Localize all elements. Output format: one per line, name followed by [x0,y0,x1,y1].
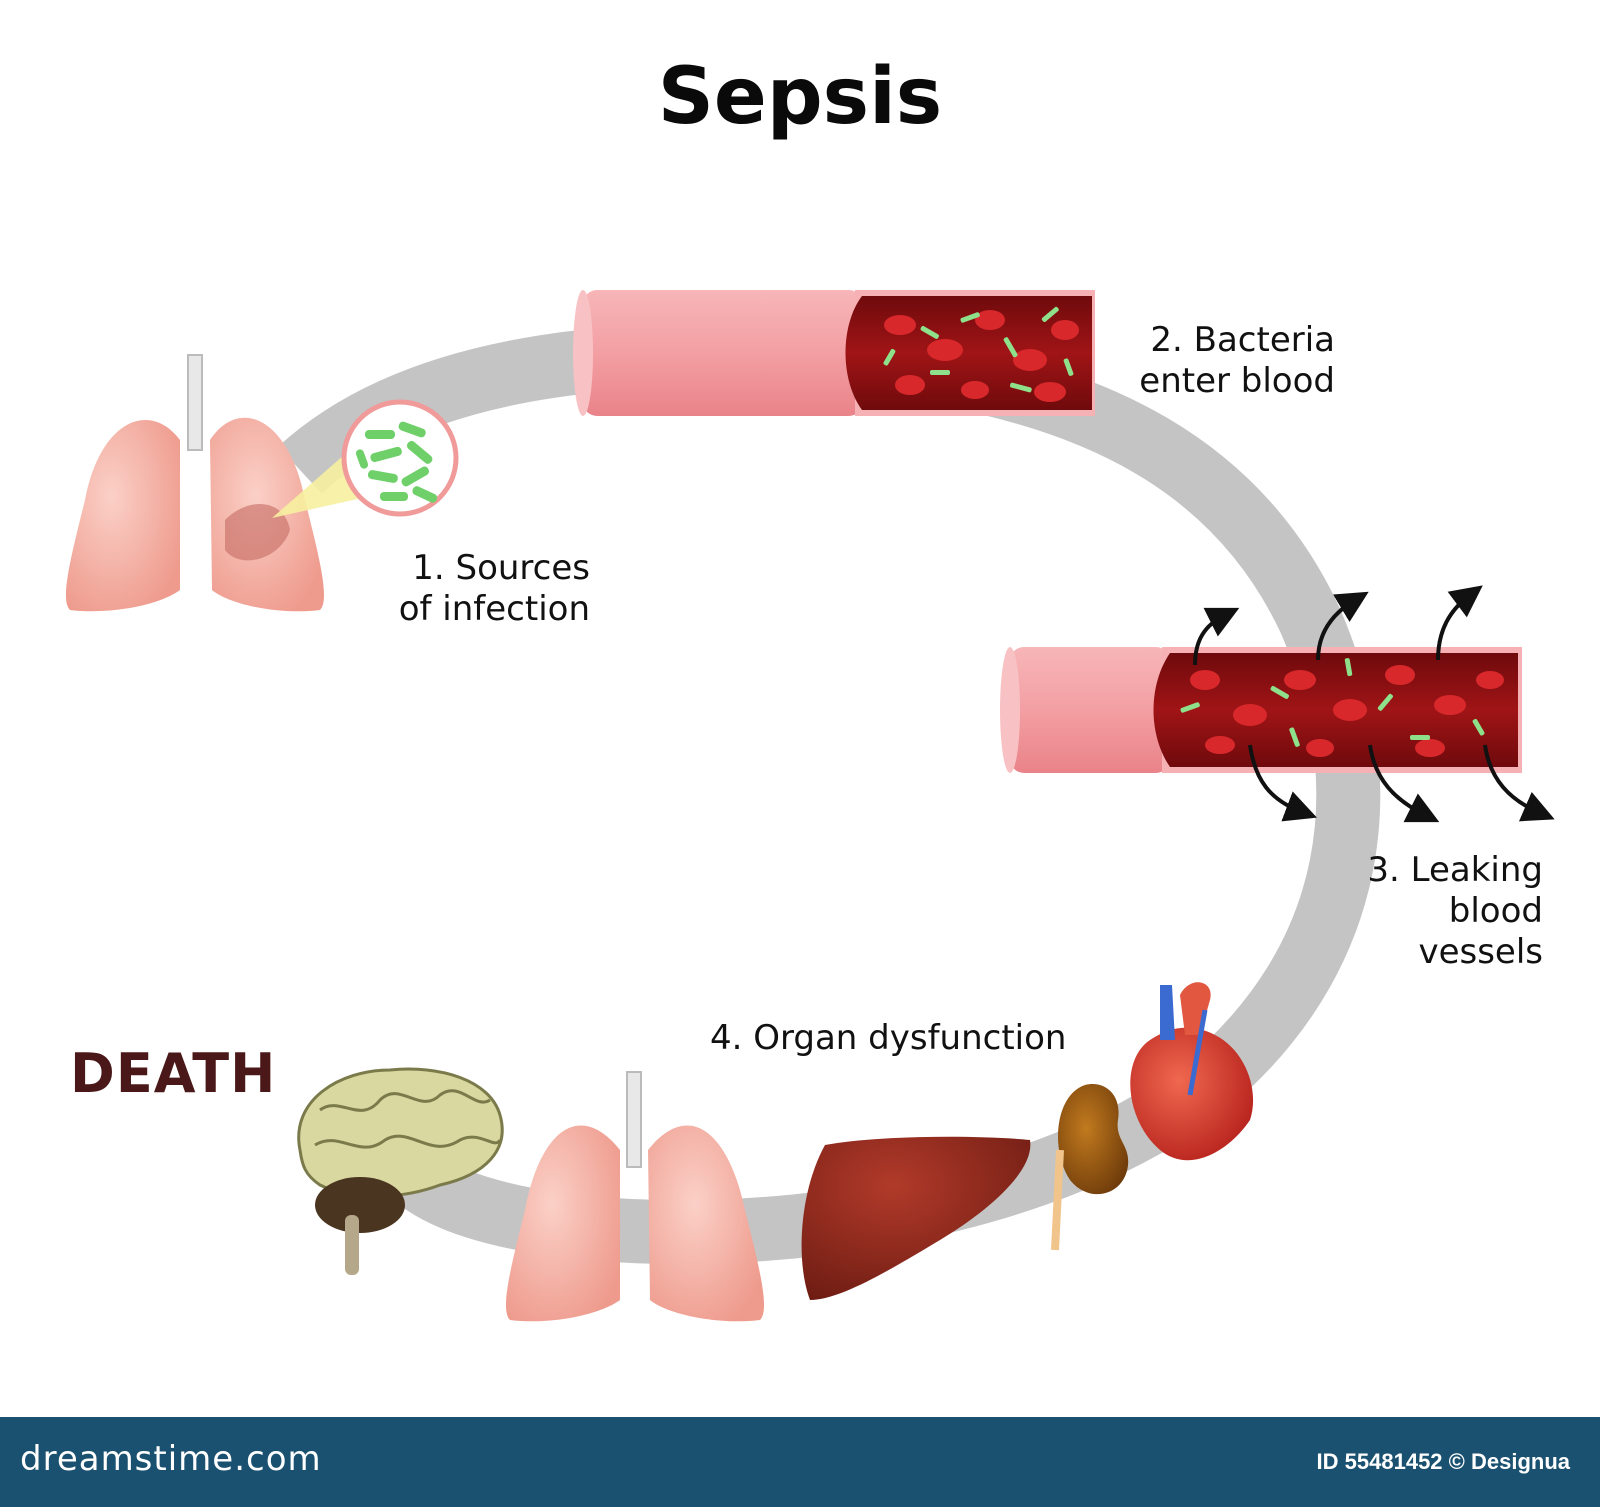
trachea [187,354,203,451]
step-3-label: 3. Leaking blood vessels [1300,850,1543,972]
left-lung-icon [65,420,180,612]
brain-icon [297,1067,504,1275]
step-2-label: 2. Bacteria enter blood [1080,320,1335,402]
blood-bacteria [883,306,1074,393]
infected-lungs [65,354,459,612]
red-blood-cells [884,310,1079,402]
diagram-title: Sepsis [657,52,943,142]
footer-credit: ID 55481452 © Designua [1316,1449,1570,1474]
step-1-line-2: of infection [398,588,590,629]
step-3-line-1: 3. Leaking [1367,850,1543,890]
step-3-line-3: vessels [1418,931,1543,972]
step-2-line-1: 2. Bacteria [1150,320,1335,360]
kidney-icon [1051,1084,1129,1251]
heart-icon [1130,982,1254,1161]
leak-arrow-icon [1193,585,1555,823]
step-1-line-1: 1. Sources [412,548,590,588]
magnifier-beam [272,448,362,518]
liver-icon [801,1136,1031,1300]
lungs-organ-icon [505,1071,765,1322]
step-4-label: 4. Organ dysfunction [710,1018,1067,1058]
leaking-vessel-icon [1000,585,1555,823]
step-2-line-2: enter blood [1139,360,1335,401]
footer-bar: dreamstime.com ID 55481452 © Designua [0,1417,1600,1507]
step-3-line-2: blood [1448,890,1543,931]
death-label: DEATH [70,1042,277,1105]
footer-site: dreamstime.com [20,1439,322,1479]
step-1-label: 1. Sources of infection [340,548,590,630]
blood-vessel-icon [573,290,1095,416]
bacteria-cluster [355,421,438,503]
infection-spot [225,503,290,561]
